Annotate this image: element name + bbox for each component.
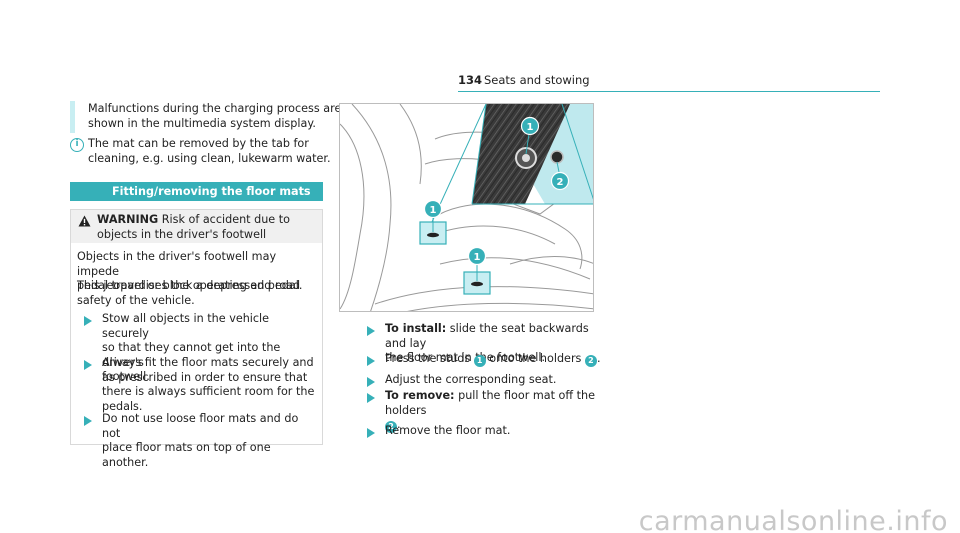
step-arrow-icon	[367, 377, 375, 387]
step-line: Stow all objects in the vehicle securely	[102, 312, 270, 340]
remove-label: To remove:	[385, 389, 455, 402]
step-arrow-icon	[367, 356, 375, 366]
page-title: Seats and stowing	[484, 73, 590, 87]
remove-text: .	[397, 418, 401, 431]
page-header: 134 Seats and stowing	[458, 72, 880, 92]
step-line: Do not use loose floor mats and do not	[102, 412, 299, 440]
warning-line: safety of the vehicle.	[77, 293, 195, 307]
floor-mat-figure: 1 1 1 2	[339, 103, 594, 312]
page-number: 134	[458, 73, 483, 87]
callout-label: 1	[430, 205, 437, 216]
callout-label: 1	[474, 252, 481, 263]
remove-mat-step: Remove the floor mat.	[385, 424, 511, 437]
install-line: the floor mat in the footwell.	[385, 351, 545, 364]
step-line: footwell.	[102, 370, 150, 383]
warning-line: This jeopardises the operating and road	[77, 279, 301, 292]
warning-header: WARNING Risk of accident due to objects …	[71, 210, 322, 243]
callout-leaders	[432, 133, 560, 281]
warning-title-text: Risk of accident due to	[158, 213, 290, 226]
warning-triangle-icon	[78, 215, 91, 227]
warning-title-line: objects in the driver's footwell	[97, 227, 267, 241]
zoom-line	[561, 104, 593, 200]
zoom-line	[431, 104, 487, 223]
callout-2-badge: 2	[385, 421, 397, 433]
stud-detail	[522, 154, 530, 162]
warning-box: WARNING Risk of accident due to objects …	[70, 209, 323, 469]
remove-text: pull the floor mat off the holders	[385, 389, 596, 417]
step-line: as prescribed in order to ensure that	[102, 370, 308, 384]
callout-1-figure: 1	[423, 199, 443, 219]
warning-line: Objects in the driver's footwell may imp…	[77, 250, 277, 278]
install-step: To install: slide the seat backwards and…	[385, 322, 605, 366]
stud-marker	[427, 232, 439, 238]
warning-step: Do not use loose floor mats and do not p…	[102, 412, 317, 470]
floor-mat-illustration: 1 1 1 2	[340, 104, 593, 311]
note-bar	[70, 101, 75, 133]
holder-detail	[550, 150, 564, 164]
press-text: onto the holders	[485, 352, 585, 365]
callout-label: 2	[557, 177, 564, 188]
info-line: cleaning, e.g. using clean, lukewarm wat…	[88, 151, 331, 165]
install-text: slide the seat backwards and lay	[385, 322, 589, 350]
warning-line: pedal travel or block a depressed pedal.	[77, 279, 303, 292]
info-line: The mat can be removed by the tab for	[88, 137, 309, 150]
callout-1-figure: 1	[467, 246, 487, 266]
step-line: so that they cannot get into the driver'…	[102, 341, 281, 369]
interior-outline	[340, 104, 593, 311]
warning-label: WARNING	[97, 213, 159, 226]
callout-1-figure: 1	[520, 116, 540, 136]
step-line: pedals.	[102, 399, 143, 413]
info-note: The mat can be removed by the tab for cl…	[88, 137, 331, 166]
step-line: Always fit the floor mats securely and	[102, 356, 314, 369]
zoom-line	[471, 104, 487, 205]
warning-step: Stow all objects in the vehicle securely…	[102, 312, 317, 385]
callout-2-figure: 2	[550, 171, 570, 191]
warning-title: WARNING Risk of accident due to objects …	[97, 213, 317, 242]
malfunction-note: Malfunctions during the charging process…	[88, 102, 341, 131]
warning-paragraph: Objects in the driver's footwell may imp…	[77, 250, 317, 294]
adjust-step: Adjust the corresponding seat.	[385, 373, 557, 386]
callout-2-badge: 2	[584, 355, 597, 367]
info-icon: i	[70, 138, 84, 152]
press-text: Press the studs	[385, 352, 474, 365]
malfunction-line: shown in the multimedia system display.	[88, 116, 316, 130]
warning-paragraph: This jeopardises the operating and road …	[77, 279, 317, 308]
step-line: there is always sufficient room for the	[102, 385, 315, 398]
step-line: place floor mats on top of one another.	[102, 441, 271, 469]
step-arrow-icon	[84, 416, 92, 426]
stud-marker	[471, 281, 483, 287]
callout-label: 1	[527, 122, 534, 133]
step-arrow-icon	[84, 360, 92, 370]
step-arrow-icon	[84, 316, 92, 326]
install-label: To install:	[385, 322, 447, 335]
step-arrow-icon	[367, 326, 375, 336]
press-text: .	[596, 352, 601, 365]
press-step: Press the studs 1 onto the holders 2.	[385, 352, 605, 367]
step-arrow-icon	[367, 393, 375, 403]
step-arrow-icon	[367, 428, 375, 438]
remove-step: To remove: pull the floor mat off the ho…	[385, 389, 605, 433]
malfunction-line: Malfunctions during the charging process…	[88, 102, 342, 115]
watermark: carmanualsonline.info	[638, 505, 948, 533]
callout-1-badge: 1	[473, 355, 486, 367]
warning-step: Always fit the floor mats securely and a…	[102, 356, 317, 414]
section-heading: Fitting/removing the floor mats	[70, 182, 323, 201]
